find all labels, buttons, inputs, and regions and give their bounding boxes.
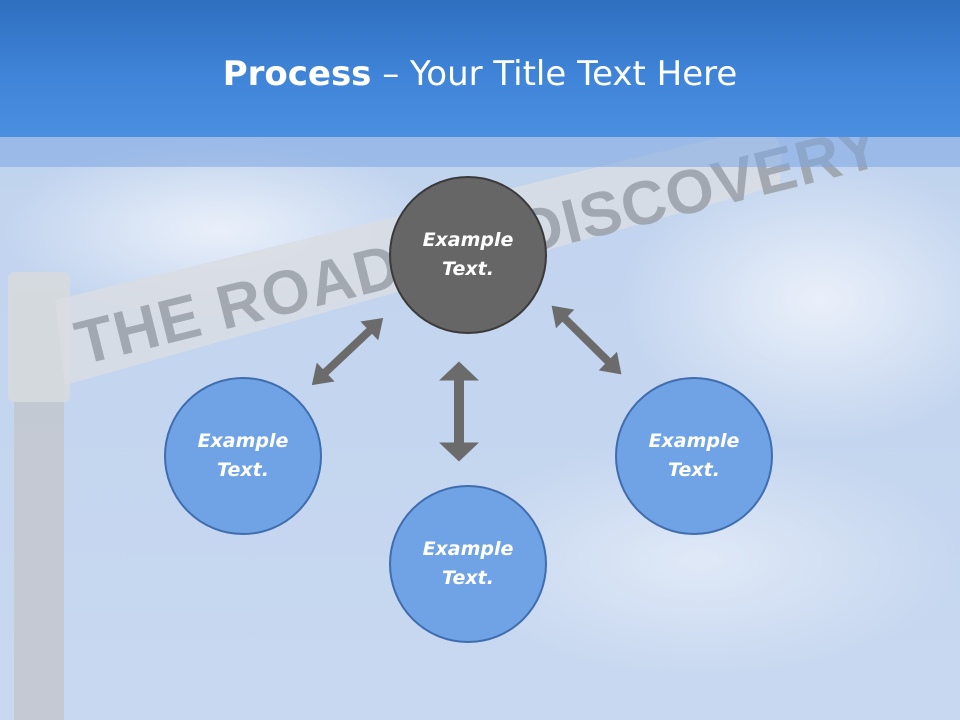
center-node[interactable]: Example Text. — [389, 176, 547, 334]
title-rest: – Your Title Text Here — [371, 54, 738, 94]
title-band — [0, 137, 960, 167]
bottom-node[interactable]: Example Text. — [389, 485, 547, 643]
right-node[interactable]: Example Text. — [615, 377, 773, 535]
slide-title[interactable]: Process – Your Title Text Here — [0, 52, 960, 96]
double-arrow-right[interactable] — [542, 296, 630, 383]
double-arrow-bottom[interactable] — [439, 361, 479, 462]
title-bar — [0, 0, 960, 137]
double-arrow-left[interactable] — [303, 308, 392, 394]
left-node[interactable]: Example Text. — [164, 377, 322, 535]
title-bold: Process — [222, 54, 372, 94]
